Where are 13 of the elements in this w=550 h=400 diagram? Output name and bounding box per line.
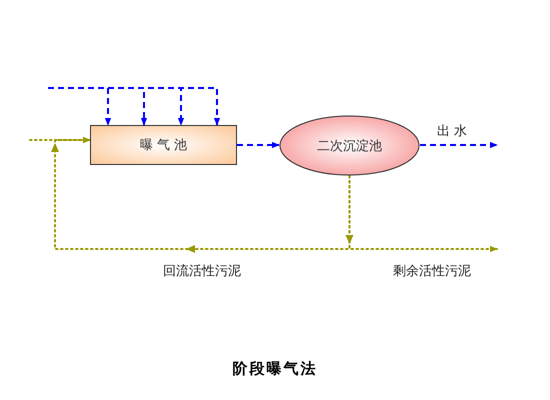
dotted-arrow: [54, 136, 350, 250]
dashed-arrow: [420, 142, 498, 148]
tank-label: 二次沉淀池: [317, 138, 382, 154]
edge-label: 剩余活性污泥: [393, 262, 471, 280]
tank-label: 曝 气 池: [140, 137, 188, 154]
clarifier-ellipse: [279, 115, 420, 176]
dotted-arrow: [348, 175, 498, 252]
aeration-tank-box: [90, 125, 237, 165]
diagram-title: 阶段曝气法: [232, 360, 318, 378]
edge-label: 出 水: [436, 122, 468, 140]
dashed-arrow: [48, 87, 220, 126]
edge-label: 回流活性污泥: [163, 262, 241, 280]
dashed-arrow: [237, 142, 280, 148]
